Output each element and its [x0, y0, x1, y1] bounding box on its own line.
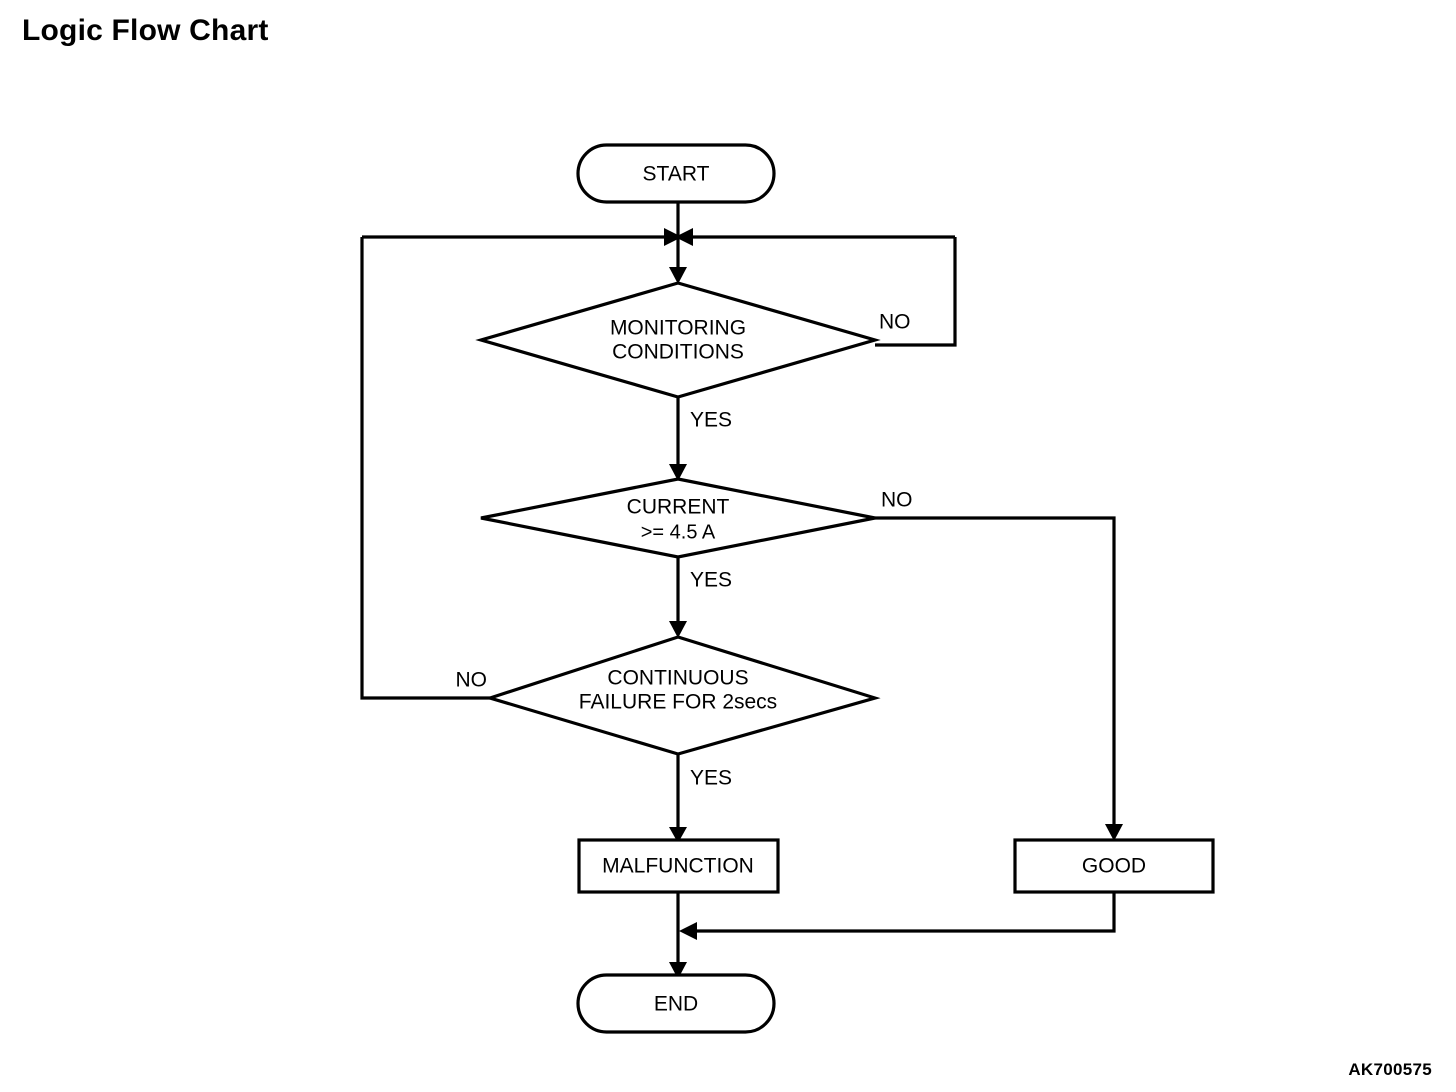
start-label: START [643, 163, 710, 186]
page-title: Logic Flow Chart [22, 14, 269, 47]
malfunction-label: MALFUNCTION [602, 855, 754, 878]
end-label: END [654, 993, 698, 1016]
edge-monitoring-no [875, 237, 957, 347]
sheet-code: AK700575 [1348, 1060, 1432, 1079]
edge-good-to-end-merge [688, 893, 1116, 933]
node-continuous-failure[interactable]: CONTINUOUS FAILURE FOR 2secs [484, 635, 881, 756]
current-threshold-label-line1: CURRENT [627, 496, 730, 519]
current-threshold-label-line2: >= 4.5 A [641, 521, 716, 543]
junction-arrow-right-icon [664, 228, 682, 246]
node-monitoring-conditions[interactable]: MONITORING CONDITIONS [475, 281, 881, 399]
edge-label-continuous-no: NO [456, 669, 488, 692]
good-shape [1013, 838, 1215, 894]
arrow-merge-left-icon [679, 922, 697, 940]
edge-label-monitoring-no: NO [879, 311, 911, 334]
continuous-failure-label-line2: FAILURE FOR 2secs [579, 691, 777, 714]
edge-label-continuous-yes: YES [690, 767, 732, 790]
node-current-threshold[interactable]: CURRENT >= 4.5 A [480, 477, 876, 559]
node-good[interactable]: GOOD [1013, 838, 1215, 894]
edge-label-current-no: NO [881, 489, 913, 512]
monitoring-conditions-label-line2: CONDITIONS [612, 341, 744, 364]
node-end[interactable]: END [576, 973, 776, 1034]
current-threshold-shape [480, 477, 876, 559]
monitoring-conditions-shape [475, 281, 881, 399]
arrow-into-current-icon [669, 464, 687, 481]
malfunction-shape [577, 838, 780, 894]
edge-label-current-yes: YES [690, 569, 732, 592]
arrow-into-end-icon [669, 962, 687, 979]
end-shape [576, 973, 776, 1034]
arrow-into-good-icon [1105, 824, 1123, 841]
continuous-failure-label-line1: CONTINUOUS [607, 667, 748, 690]
edge-continuous-no [360, 237, 490, 700]
start-shape [576, 143, 776, 204]
edge-label-monitoring-yes: YES [690, 409, 732, 432]
arrow-into-continuous-icon [669, 621, 687, 638]
continuous-failure-shape [484, 635, 881, 756]
monitoring-conditions-label-line1: MONITORING [610, 317, 746, 340]
good-label: GOOD [1082, 855, 1146, 878]
arrow-into-monitoring-icon [669, 267, 687, 284]
edge-current-no [875, 516, 1116, 830]
node-malfunction[interactable]: MALFUNCTION [577, 838, 780, 894]
node-start[interactable]: START [576, 143, 776, 204]
junction-arrow-left-icon [675, 228, 693, 246]
arrow-into-malfunction-icon [669, 827, 687, 843]
